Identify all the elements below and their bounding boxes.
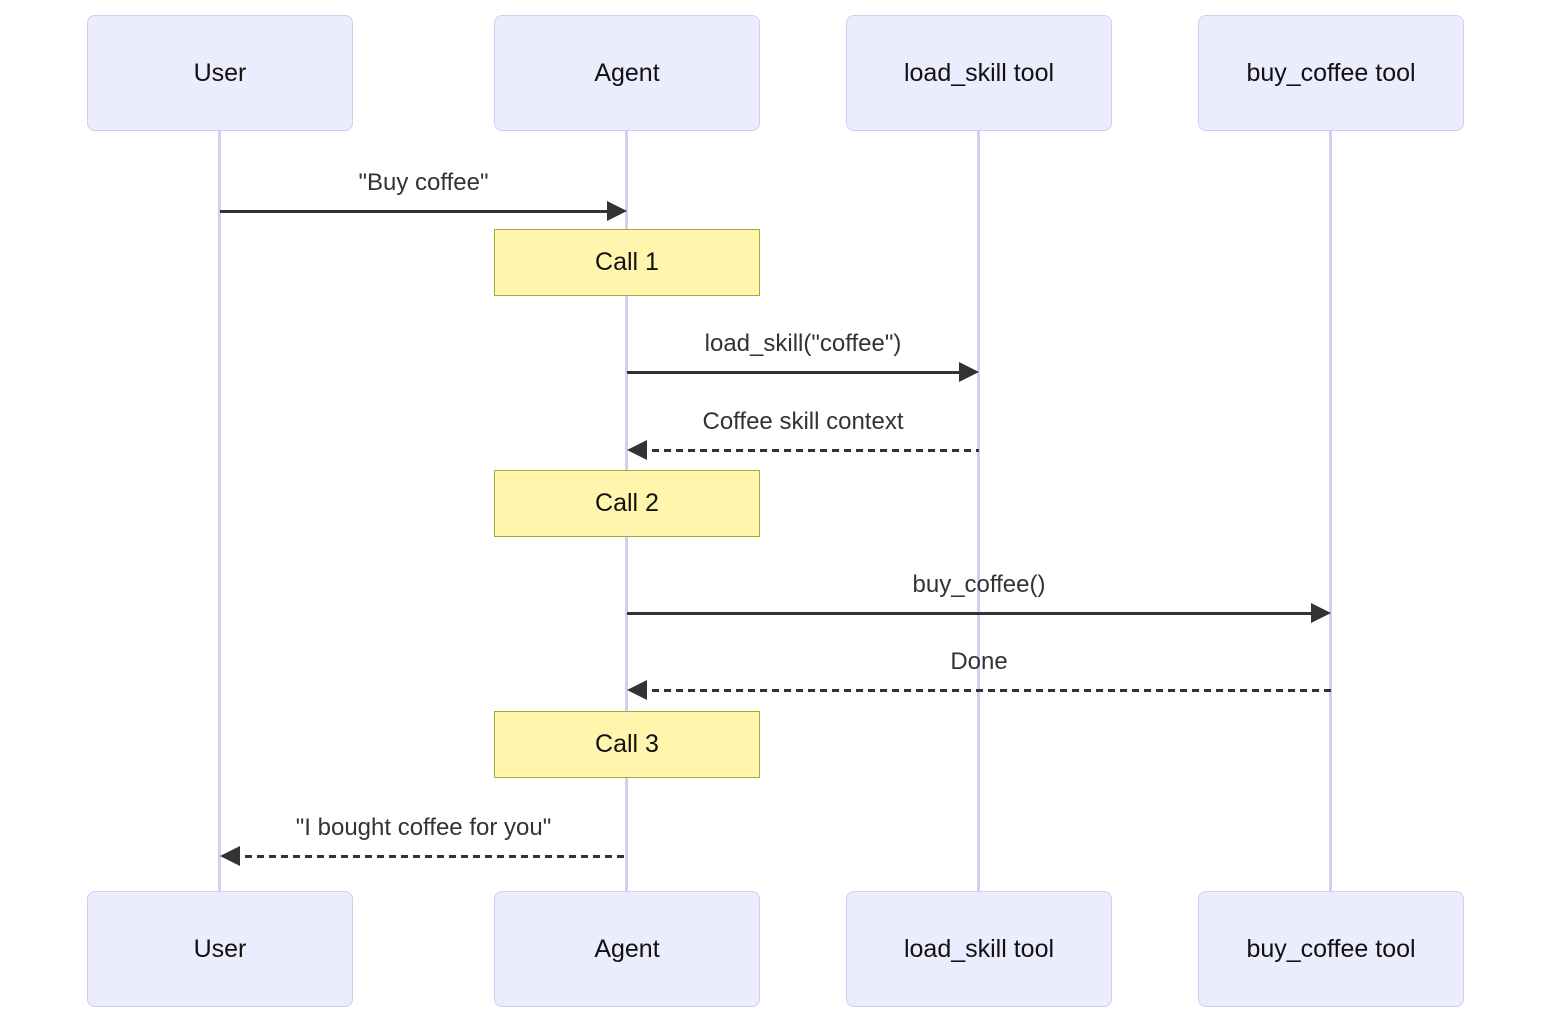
actor-buy-coffee-tool-bottom: buy_coffee tool: [1198, 891, 1464, 1007]
message-label: "Buy coffee": [358, 169, 489, 196]
actor-agent-top: Agent: [494, 15, 760, 131]
arrowhead-right-icon: [1311, 603, 1331, 623]
note-label: Call 3: [595, 730, 659, 758]
note-call-3: Call 3: [494, 711, 760, 778]
actor-label: load_skill tool: [903, 934, 1055, 963]
message-label: "I bought coffee for you": [295, 814, 552, 841]
note-label: Call 1: [595, 248, 659, 276]
message-label: buy_coffee(): [912, 571, 1046, 598]
actor-agent-bottom: Agent: [494, 891, 760, 1007]
note-call-2: Call 2: [494, 470, 760, 537]
message-line: [640, 689, 1331, 692]
actor-label: buy_coffee tool: [1246, 934, 1416, 963]
arrowhead-right-icon: [607, 201, 627, 221]
lifeline-buy-coffee-tool: [1329, 131, 1332, 891]
message-line: [627, 612, 1318, 615]
lifeline-load-skill-tool: [977, 131, 980, 891]
actor-label: load_skill tool: [903, 58, 1055, 87]
message-label: load_skill("coffee"): [704, 330, 902, 357]
message-line: [627, 371, 966, 374]
arrowhead-right-icon: [959, 362, 979, 382]
message-line: [640, 449, 979, 452]
actor-user-bottom: User: [87, 891, 353, 1007]
actor-label: Agent: [594, 58, 660, 87]
actor-buy-coffee-tool-top: buy_coffee tool: [1198, 15, 1464, 131]
message-label: Coffee skill context: [702, 408, 904, 435]
arrowhead-left-icon: [627, 440, 647, 460]
actor-label: User: [193, 934, 247, 963]
arrowhead-left-icon: [220, 846, 240, 866]
actor-load-skill-tool-top: load_skill tool: [846, 15, 1112, 131]
actor-user-top: User: [87, 15, 353, 131]
message-label: Done: [950, 648, 1008, 675]
actor-label: buy_coffee tool: [1246, 58, 1416, 87]
note-call-1: Call 1: [494, 229, 760, 296]
note-label: Call 2: [595, 489, 659, 517]
lifeline-user: [218, 131, 221, 891]
message-line: [220, 210, 614, 213]
actor-load-skill-tool-bottom: load_skill tool: [846, 891, 1112, 1007]
actor-label: User: [193, 58, 247, 87]
message-line: [233, 855, 627, 858]
actor-label: Agent: [594, 934, 660, 963]
arrowhead-left-icon: [627, 680, 647, 700]
